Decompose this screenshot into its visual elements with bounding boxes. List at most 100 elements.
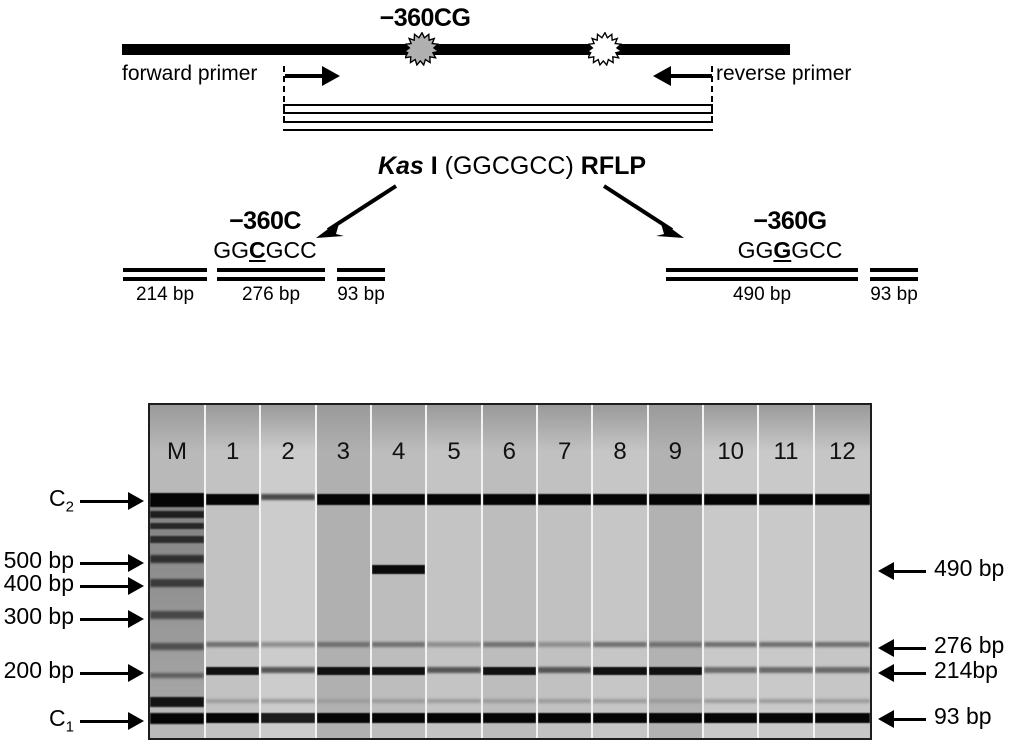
gel-band	[206, 699, 260, 703]
forward-primer-label: forward primer	[122, 62, 258, 85]
gel-lane-8[interactable]: 8	[593, 405, 649, 738]
gel-band	[538, 699, 592, 703]
gel-band	[316, 713, 370, 723]
enzyme-site: (GGCGCC)	[444, 152, 574, 180]
enzyme-title: Kas I (GGCGCC) RFLP	[312, 152, 712, 181]
snp-label: −360CG	[379, 4, 471, 32]
ladder-200-arrow-icon	[128, 664, 144, 682]
gel-band	[427, 713, 481, 723]
allele-c-sequence: GGCGCC	[213, 237, 317, 263]
gel-band	[372, 667, 426, 675]
gel-lane-12[interactable]: 12	[814, 405, 870, 738]
gel-band	[648, 494, 702, 505]
band-276-arrow-icon	[878, 639, 894, 657]
ladder-200-arrow-shaft	[80, 672, 128, 675]
gel-band	[482, 699, 536, 703]
genomic-dna-line	[122, 44, 790, 55]
ladder-300-label: 300 bp	[3, 603, 74, 629]
gel-lane-label: 7	[557, 438, 572, 465]
ladder-400-arrow-icon	[128, 577, 144, 595]
fragment-strand	[123, 277, 207, 281]
rflp-schematic: −360CG forward primer reverse primer Kas…	[122, 4, 918, 305]
ladder-400-label: 400 bp	[3, 570, 74, 596]
gel-band	[150, 555, 204, 563]
fragment-strand	[666, 277, 858, 281]
gel-lane-label: 9	[668, 438, 682, 465]
gel-band	[538, 642, 592, 647]
gel-band	[206, 494, 260, 505]
gel-lane-label: 8	[613, 438, 627, 465]
gel-band	[150, 536, 204, 543]
gel-band	[150, 493, 204, 507]
gel-lane-1[interactable]: 1	[206, 405, 262, 738]
amplicon-left-bound	[283, 66, 285, 122]
gel-lane-label: 10	[717, 438, 745, 465]
gel-band	[759, 713, 813, 723]
assay-name: RFLP	[580, 152, 647, 180]
gel-band	[593, 642, 647, 647]
gel-band	[593, 713, 647, 723]
gel-band	[593, 667, 647, 675]
allele-g-sequence: GGGGCC	[737, 237, 843, 263]
snp-site-marker	[405, 32, 439, 66]
gel-band	[372, 699, 426, 703]
gel-lane-2[interactable]: 2	[261, 405, 317, 738]
gel-lane-10[interactable]: 10	[704, 405, 760, 738]
gel-band	[316, 699, 370, 703]
fragment-strand	[870, 277, 918, 281]
ladder-500-label: 500 bp	[3, 547, 74, 573]
gel-band	[759, 642, 813, 647]
gel-band	[482, 667, 536, 675]
forward-primer-arrow-shaft	[285, 74, 325, 78]
gel-lane-11[interactable]: 11	[759, 405, 815, 738]
amplicon-strand-line	[283, 129, 713, 131]
gel-band	[538, 713, 592, 723]
gel-lane-6[interactable]: 6	[482, 405, 538, 738]
gel-band	[261, 494, 315, 500]
band-214-label: 214bp	[934, 657, 998, 683]
fragment-strand	[123, 268, 207, 272]
gel-lane-5[interactable]: 5	[427, 405, 483, 738]
gel-band	[814, 713, 870, 723]
gel-band	[427, 699, 481, 703]
gel-lane-4[interactable]: 4	[372, 405, 428, 738]
gel-band	[704, 699, 758, 703]
gel-band	[150, 673, 204, 678]
gel-lane-m[interactable]: M	[150, 405, 206, 738]
control-c1-arrow-icon	[128, 712, 144, 730]
gel-band	[150, 523, 204, 529]
fragment-strand	[217, 277, 325, 281]
band-93-arrow-shaft	[892, 718, 926, 721]
gel-lane-3[interactable]: 3	[316, 405, 372, 738]
gel-lane-7[interactable]: 7	[538, 405, 594, 738]
gel-band	[316, 494, 370, 505]
gel-band	[150, 511, 204, 518]
control-c1-label: C1	[49, 705, 74, 736]
branch-arrow-left-icon	[316, 184, 398, 238]
gel-band	[704, 713, 758, 723]
enzyme-roman: I	[423, 152, 445, 180]
gel-band	[261, 699, 315, 703]
gel-band	[150, 643, 204, 650]
fragment-label: 276 bp	[241, 284, 301, 305]
gel-band	[648, 713, 702, 723]
gel-lane-label: 12	[828, 438, 856, 465]
gel-band	[482, 713, 536, 723]
gel-smear	[150, 501, 204, 701]
gel-lane-label: 11	[773, 438, 799, 465]
band-490-arrow-shaft	[892, 570, 926, 573]
gel-band	[704, 642, 758, 647]
gel-band	[704, 667, 758, 673]
forward-primer-arrow-icon	[322, 66, 340, 86]
gel-band	[648, 642, 702, 647]
gel-band	[261, 713, 315, 723]
amplicon-strand-line	[283, 104, 713, 106]
control-c1-arrow-shaft	[80, 720, 128, 723]
band-490-arrow-icon	[878, 562, 894, 580]
gel-lane-9[interactable]: 9	[648, 405, 704, 738]
band-276-label: 276 bp	[934, 632, 1005, 658]
band-214-arrow-icon	[878, 664, 894, 682]
gel-band	[593, 494, 647, 505]
reverse-primer-arrow-shaft	[670, 74, 712, 78]
gel-band	[150, 611, 204, 619]
